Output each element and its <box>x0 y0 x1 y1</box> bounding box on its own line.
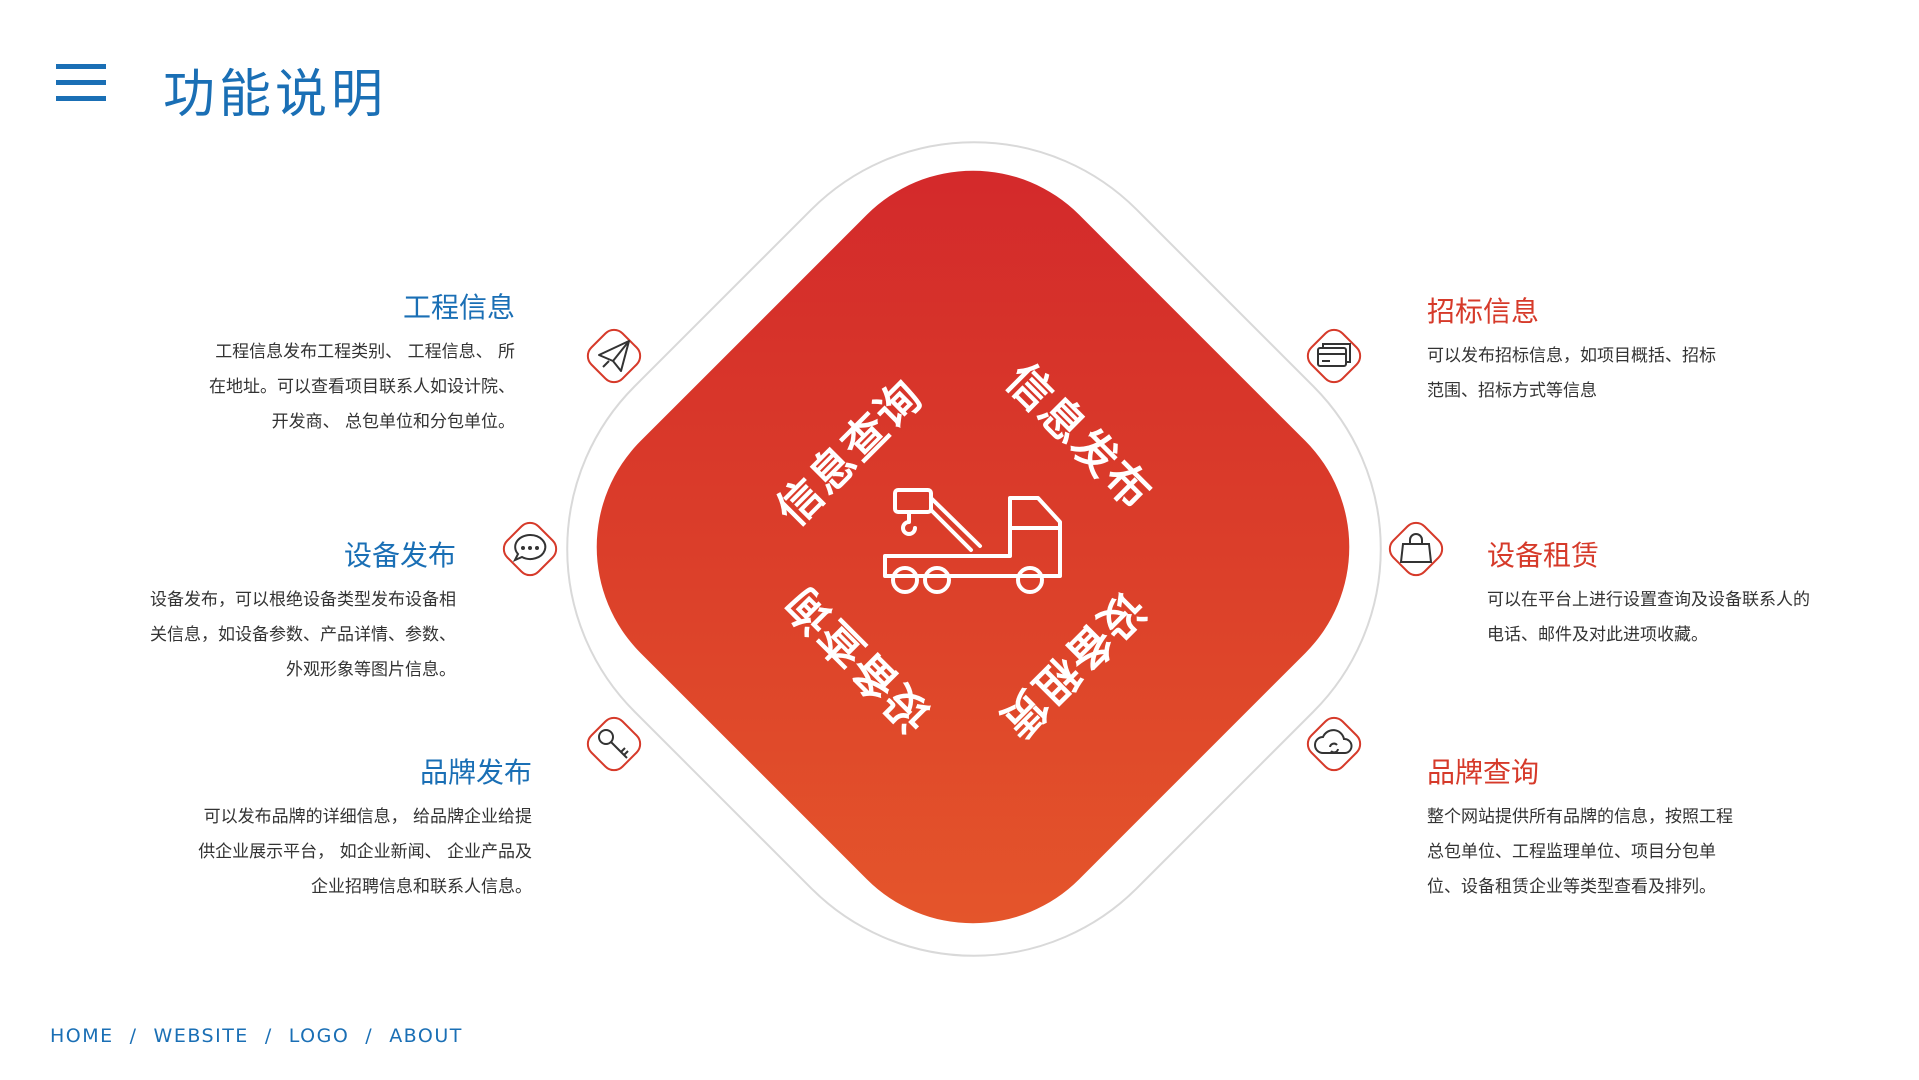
credit-card-icon <box>1299 321 1369 391</box>
block-title-brand-query: 品牌查询 <box>1427 756 1540 789</box>
block-desc-project-info: 工程信息发布工程类别、 工程信息、 所在地址。可以查看项目联系人如设计院、开发商… <box>209 342 515 432</box>
block-title-brand-publish: 品牌发布 <box>419 756 532 789</box>
shopping-bag-icon <box>1381 514 1451 584</box>
block-title-bid-info: 招标信息 <box>1427 295 1540 328</box>
footer-link-website[interactable]: WEBSITE <box>153 1025 249 1047</box>
footer-link-home[interactable]: HOME <box>50 1025 114 1047</box>
page-title: 功能说明 <box>163 65 388 125</box>
crane-truck-icon <box>883 488 1062 594</box>
footer-separator: / <box>129 1025 138 1047</box>
footer-separator: / <box>365 1025 374 1047</box>
block-title-project-info: 工程信息 <box>402 291 515 324</box>
block-desc-equipment-publish: 设备发布，可以根绝设备类型发布设备相关信息，如设备参数、产品详情、参数、外观形象… <box>150 590 456 680</box>
footer-link-logo[interactable]: LOGO <box>288 1025 350 1047</box>
menu-icon[interactable] <box>56 64 106 104</box>
footer-separator: / <box>264 1025 273 1047</box>
block-desc-bid-info: 可以发布招标信息，如项目概括、招标范围、招标方式等信息 <box>1427 346 1716 401</box>
block-desc-brand-query: 整个网站提供所有品牌的信息，按照工程总包单位、工程监理单位、项目分包单位、设备租… <box>1427 807 1733 897</box>
cloud-sync-icon <box>1299 709 1369 779</box>
paper-plane-icon <box>579 321 649 391</box>
footer-nav: HOME / WEBSITE / LOGO / ABOUT <box>50 1025 463 1047</box>
block-title-equipment-rental: 设备租赁 <box>1487 539 1600 572</box>
block-title-equipment-publish: 设备发布 <box>343 539 456 572</box>
block-desc-equipment-rental: 可以在平台上进行设置查询及设备联系人的电话、邮件及对此进项收藏。 <box>1487 590 1810 645</box>
chat-bubble-icon <box>495 514 565 584</box>
block-desc-brand-publish: 可以发布品牌的详细信息， 给品牌企业给提供企业展示平台， 如企业新闻、 企业产品… <box>198 807 532 897</box>
key-icon <box>579 709 649 779</box>
footer-link-about[interactable]: ABOUT <box>389 1025 463 1047</box>
